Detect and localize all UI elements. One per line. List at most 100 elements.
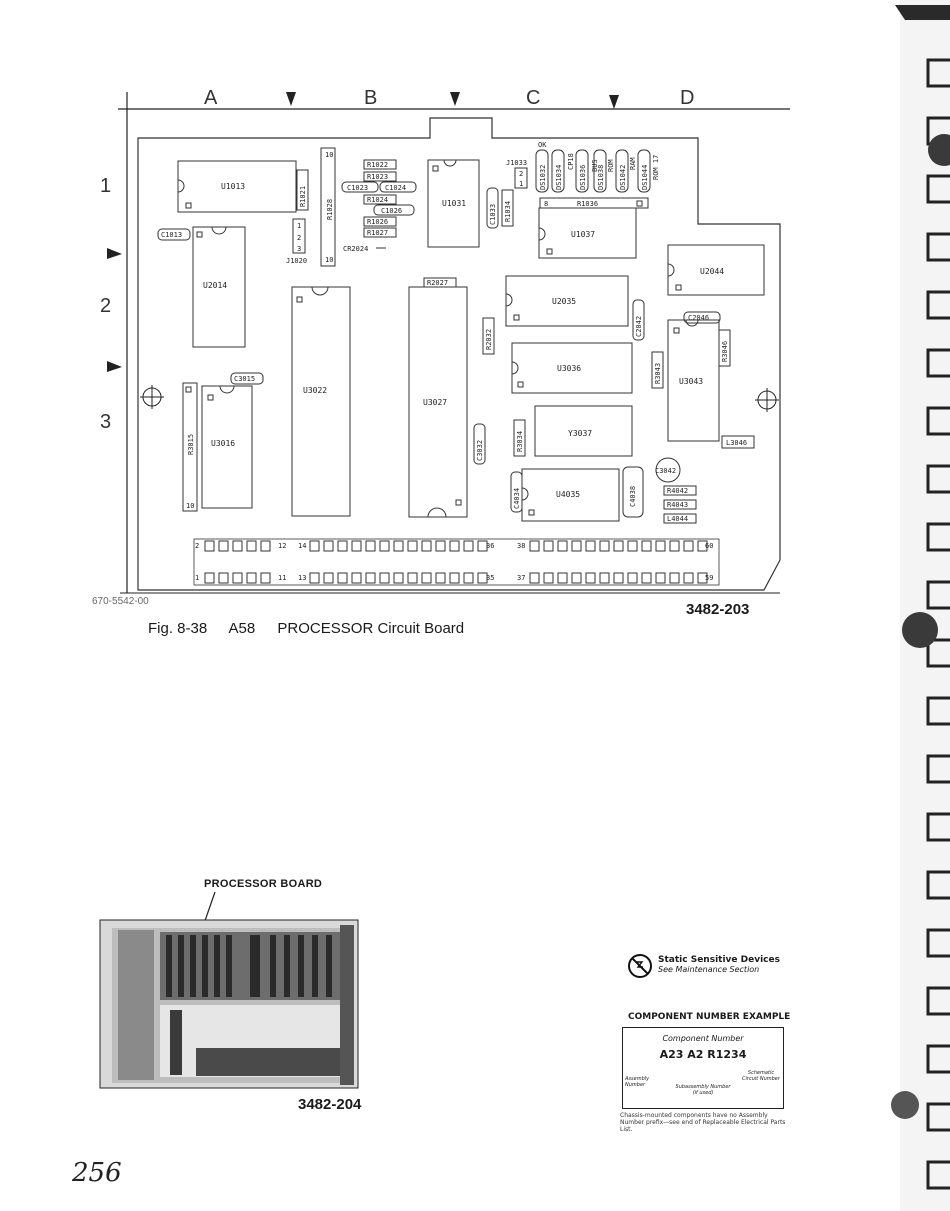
ic-u3022-label: U3022 — [303, 386, 327, 395]
svg-text:1: 1 — [519, 180, 523, 188]
svg-text:R1023: R1023 — [367, 173, 388, 181]
ic-u1031-label: U1031 — [442, 199, 466, 208]
ic-u2014-label: U2014 — [203, 281, 227, 290]
edge-connector: 2 12 14 36 38 60 1 11 13 35 37 59 — [193, 538, 720, 586]
ic-u3036-label: U3036 — [557, 364, 581, 373]
connector-pad — [246, 572, 257, 584]
capacitor-c3015: C3015 — [230, 372, 264, 385]
connector-pad — [477, 540, 488, 552]
ic-u2035-label: U2035 — [552, 297, 576, 306]
connector-pad — [260, 572, 271, 584]
capacitor-c3042: C3042 — [655, 457, 681, 483]
mounting-hole-left — [140, 385, 164, 409]
connector-pad — [543, 572, 554, 584]
grid-col-marker-bc — [450, 92, 460, 106]
connector-pads-bottom — [204, 572, 708, 584]
connector-pad — [435, 572, 446, 584]
static-sensitive-icon — [628, 954, 652, 978]
connector-pad — [641, 572, 652, 584]
connector-pad — [393, 540, 404, 552]
svg-text:2: 2 — [519, 170, 523, 178]
svg-text:10: 10 — [325, 256, 333, 264]
binder-ring — [902, 612, 938, 648]
svg-text:C1024: C1024 — [385, 184, 406, 192]
connector-pad — [571, 540, 582, 552]
svg-text:R1036: R1036 — [577, 200, 598, 208]
connector-pad — [697, 540, 708, 552]
connector-pad — [613, 540, 624, 552]
svg-text:DS1038: DS1038 — [597, 165, 605, 190]
connector-pads-top — [204, 540, 708, 552]
ic-u4035-label: U4035 — [556, 490, 580, 499]
connector-pad — [463, 572, 474, 584]
connector-pad — [407, 572, 418, 584]
connector-pad — [627, 572, 638, 584]
grid-row-1: 1 — [100, 175, 111, 197]
connector-pad — [613, 572, 624, 584]
board-outline — [137, 117, 781, 591]
ic-u2044: U2044 — [667, 244, 765, 296]
figure-title: PROCESSOR Circuit Board — [277, 620, 465, 637]
connector-pad — [529, 572, 540, 584]
svg-text:L3046: L3046 — [726, 439, 747, 447]
svg-text:14: 14 — [298, 542, 306, 550]
resistor-r3046: R3046 — [718, 329, 731, 367]
svg-text:2: 2 — [297, 234, 301, 242]
capacitor-c4034: C4034 — [510, 471, 523, 513]
capacitor-c4038: C4038 — [622, 466, 644, 518]
svg-text:R3046: R3046 — [721, 341, 729, 362]
jumper-j1020: 1 2 3 J1020 — [286, 218, 307, 265]
svg-text:R1022: R1022 — [367, 161, 388, 169]
capacitor-c3015-label: C3015 — [234, 375, 255, 383]
resistor-r1028-label: R1028 — [326, 199, 334, 220]
resistor-r1021-label: R1021 — [299, 186, 307, 207]
svg-text:DS1042: DS1042 — [619, 165, 627, 190]
connector-pad — [393, 572, 404, 584]
inset-figure-id: 3482-204 — [298, 1096, 362, 1113]
connector-pad — [557, 540, 568, 552]
ic-u3027-label: U3027 — [423, 398, 447, 407]
connector-pad — [365, 572, 376, 584]
connector-pad — [351, 540, 362, 552]
grid-row-marker-12 — [107, 248, 122, 259]
resistor-r2027: R2027 — [423, 277, 457, 288]
svg-text:DS1034: DS1034 — [555, 165, 563, 190]
resistor-network-r3015: R3015 10 — [182, 382, 198, 512]
svg-text:BUS: BUS — [591, 159, 599, 172]
svg-text:R1024: R1024 — [367, 196, 388, 204]
resistor-r1026: R1026 — [363, 216, 397, 227]
connector-pad — [260, 540, 271, 552]
capacitor-c1026: C1026 — [373, 204, 415, 216]
connector-pad — [218, 540, 229, 552]
connector-pad — [337, 540, 348, 552]
svg-text:L4044: L4044 — [667, 515, 688, 523]
connector-pad — [543, 540, 554, 552]
svg-text:R4042: R4042 — [667, 487, 688, 495]
grid-col-marker-ab — [286, 92, 296, 106]
svg-text:1: 1 — [297, 222, 301, 230]
resistor-r3015-label: R3015 — [187, 434, 195, 455]
binder-ring — [928, 134, 950, 166]
connector-pad — [407, 540, 418, 552]
svg-text:CR2024: CR2024 — [343, 245, 368, 253]
capacitor-c1033: C1033 — [486, 187, 499, 229]
svg-text:10: 10 — [186, 502, 194, 510]
connector-pad — [218, 572, 229, 584]
component-example-box: Component Number A23 A2 R1234 Assembly N… — [622, 1027, 784, 1109]
binder-ring — [891, 1091, 919, 1119]
ic-u1031: U1031 — [427, 159, 480, 248]
resistor-r1022: R1022 — [363, 159, 397, 170]
svg-text:R1026: R1026 — [367, 218, 388, 226]
svg-text:CP18: CP18 — [567, 153, 575, 170]
binder-edge — [891, 0, 950, 1211]
svg-text:C1033: C1033 — [489, 204, 497, 225]
component-example-subassembly: Subassembly Number (if used) — [675, 1084, 731, 1096]
connector-pad — [309, 572, 320, 584]
ic-u1037-label: U1037 — [571, 230, 595, 239]
ic-u3016-label: U3016 — [211, 439, 235, 448]
svg-text:11: 11 — [278, 574, 286, 582]
mounting-hole-right — [755, 388, 779, 412]
connector-pad — [435, 540, 446, 552]
resistor-r2032: R2032 — [482, 317, 495, 355]
svg-text:59: 59 — [705, 574, 713, 582]
